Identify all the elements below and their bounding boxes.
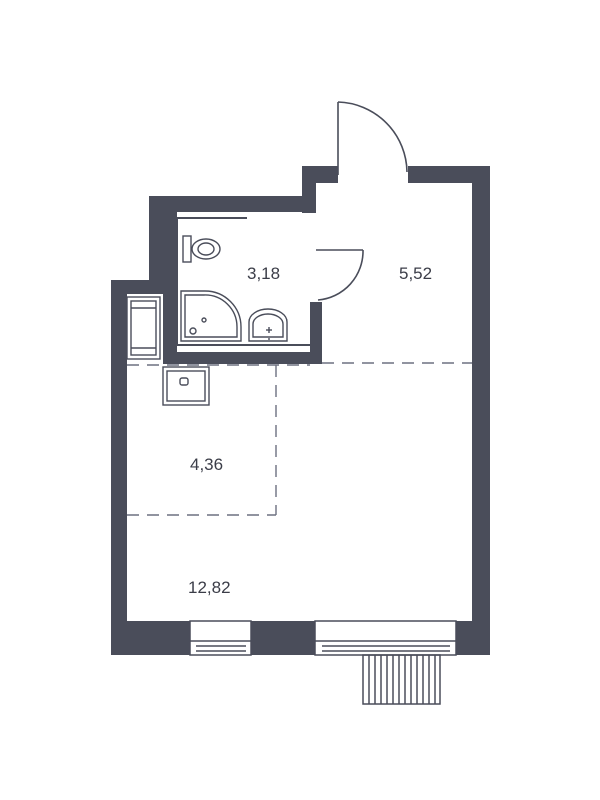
bathroom-door: [316, 249, 364, 301]
area-label-living: 12,82: [188, 578, 231, 597]
shower-icon: [180, 290, 242, 342]
area-label-kitchen: 4,36: [190, 455, 223, 474]
window-right: [314, 620, 457, 656]
stove-icon: [162, 366, 210, 406]
radiator-icon: [126, 296, 161, 360]
area-label-hallway: 5,52: [399, 264, 432, 283]
room-labels: 3,18 5,52 4,36 12,82: [188, 264, 432, 597]
balcony-grate: [362, 654, 441, 705]
area-label-bathroom: 3,18: [247, 264, 280, 283]
toilet-icon: [182, 235, 221, 263]
entrance-door: [337, 101, 408, 175]
zone-dividers: [127, 362, 472, 516]
exterior-walls: [111, 166, 490, 655]
sink-icon: [248, 308, 288, 342]
interior-walls: [163, 212, 322, 364]
window-left: [189, 620, 252, 656]
inner-partition-lines: [176, 211, 316, 346]
